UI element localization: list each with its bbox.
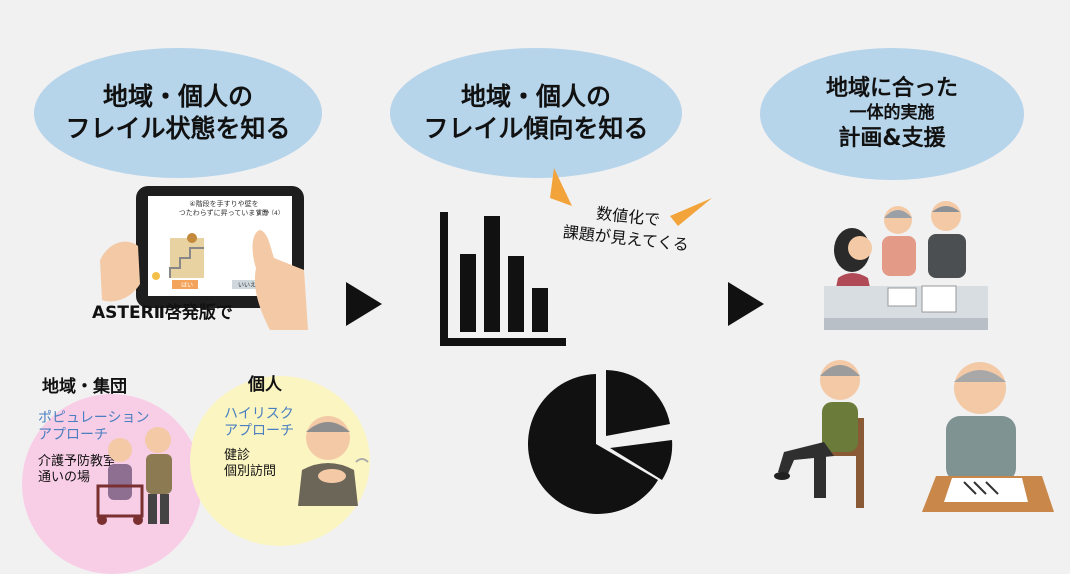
- individual-circle: [190, 376, 370, 546]
- tablet-corner-label: 質問（4）: [256, 210, 284, 217]
- tablet-yes-button: はい: [180, 282, 193, 289]
- community-item-2: 通いの場: [38, 470, 91, 486]
- consultation-illustration: [818, 194, 988, 344]
- individual-item-2: 個別訪問: [224, 464, 277, 480]
- step-3-title-line-3: 計画&支援: [838, 125, 946, 151]
- pie-chart-icon: [526, 368, 676, 518]
- step-2-bubble: 地域・個人の フレイル傾向を知る: [390, 48, 682, 178]
- tablet-caption: ASTERⅡ啓発版で: [92, 303, 233, 323]
- tablet-question-line-2: つたわらずに昇っていますか: [178, 209, 270, 218]
- elderly-man-illustration: [292, 410, 370, 510]
- elderly-group-illustration: [92, 420, 192, 534]
- step-3-bubble: 地域に合った 一体的実施 計画&支援: [760, 48, 1024, 180]
- individual-approach-line-2: アプローチ: [224, 422, 294, 439]
- burst-right-icon: [668, 198, 712, 230]
- step-1-title-line-1: 地域・個人の: [102, 82, 253, 111]
- tablet-no-button: いいえ: [237, 282, 256, 289]
- tablet-question-line-1: ④階段を手すりや壁を: [189, 200, 259, 208]
- community-approach: ポピュレーション アプローチ: [38, 410, 149, 444]
- community-approach-line-2: アプローチ: [38, 426, 108, 443]
- individual-approach: ハイリスク アプローチ: [224, 406, 294, 440]
- bar-chart-icon: [436, 212, 568, 354]
- community-item-1: 介護予防教室: [38, 454, 117, 469]
- individual-heading: 個人: [248, 375, 282, 395]
- writing-illustration: [904, 352, 1054, 516]
- community-heading: 地域・集団: [42, 377, 127, 397]
- arrow-right-icon: [728, 282, 764, 326]
- arrow-right-icon: [346, 282, 382, 326]
- tablet-question: ④階段を手すりや壁を つたわらずに昇っていますか: [174, 200, 274, 218]
- individual-items: 健診 個別訪問: [224, 448, 276, 481]
- individual-item-1: 健診: [224, 448, 251, 463]
- community-approach-line-1: ポピュレーション: [38, 410, 150, 426]
- individual-approach-line-1: ハイリスク: [224, 406, 294, 422]
- step-2-title-line-2: フレイル傾向を知る: [423, 114, 649, 143]
- step-1-title-line-2: フレイル状態を知る: [65, 114, 291, 143]
- step-2-title-line-1: 地域・個人の: [460, 82, 611, 111]
- step-3-title-line-2: 一体的実施: [849, 103, 935, 124]
- community-items: 介護予防教室 通いの場: [38, 454, 116, 487]
- exercise-illustration: [774, 352, 904, 512]
- tablet-illustration: [100, 180, 310, 330]
- step-1-bubble: 地域・個人の フレイル状態を知る: [34, 48, 322, 178]
- step-3-title-line-1: 地域に合った: [825, 75, 958, 101]
- burst-left-icon: [548, 168, 574, 212]
